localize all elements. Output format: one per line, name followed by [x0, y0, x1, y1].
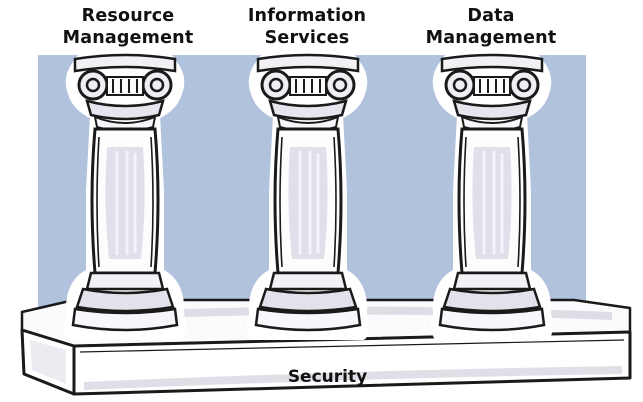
base-label-security: Security	[287, 367, 368, 387]
pillar-label-line: Services	[264, 28, 350, 48]
pillar-label-line: Management	[62, 28, 194, 48]
pillar-label-line: Information	[247, 6, 367, 26]
pillar-label-line: Management	[425, 28, 557, 48]
pillar-label-resource-management: Resource Management	[43, 5, 213, 49]
pillar-label-data-management: Data Management	[406, 5, 576, 49]
pillar-label-line: Resource	[81, 6, 175, 26]
pillar-label-information-services: Information Services	[222, 5, 392, 49]
pillar-label-line: Data	[467, 6, 515, 26]
